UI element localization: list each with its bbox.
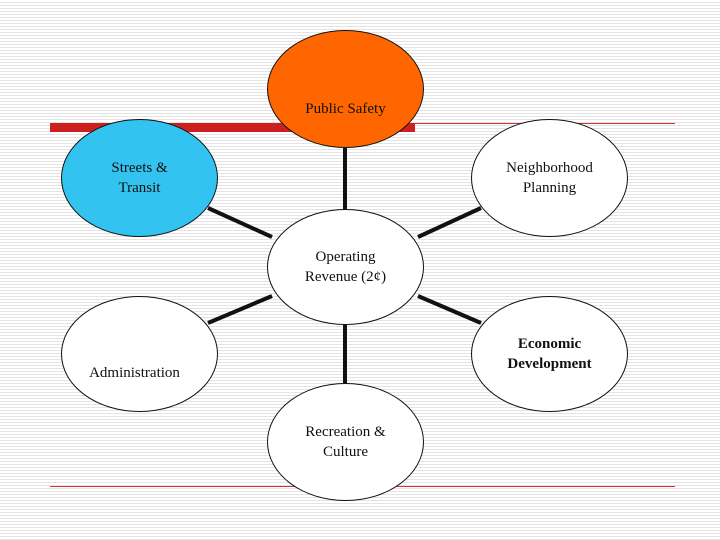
node-streets-transit-label-line2: Transit: [118, 180, 161, 196]
node-recreation-culture-label-line1: Recreation &: [305, 424, 386, 440]
node-administration: Administration: [61, 296, 218, 412]
node-recreation-culture: Recreation & Culture: [267, 383, 424, 501]
node-operating-revenue: Operating Revenue (2¢): [267, 209, 424, 325]
node-operating-revenue-label-line1: Operating: [315, 249, 376, 265]
node-streets-transit-label-line1: Streets &: [111, 160, 168, 176]
connector-administration: [207, 294, 273, 325]
connector-economic-development: [417, 294, 482, 325]
node-neighborhood-planning-label-line2: Planning: [522, 180, 577, 196]
node-economic-development-label-line2: Development: [507, 356, 592, 372]
node-operating-revenue-label-line2: Revenue (2¢): [304, 269, 387, 285]
node-recreation-culture-label-line2: Culture: [322, 444, 368, 460]
connector-streets-transit: [207, 206, 273, 239]
node-public-safety: Public Safety: [267, 30, 424, 148]
node-public-safety-label: Public Safety: [305, 101, 386, 117]
node-economic-development-label-line1: Economic: [517, 336, 582, 352]
node-streets-transit: Streets & Transit: [61, 119, 218, 237]
decorative-red-bar: [50, 123, 415, 132]
node-neighborhood-planning-label-line1: Neighborhood: [506, 160, 593, 176]
node-administration-label: Administration: [89, 365, 180, 381]
node-economic-development: Economic Development: [471, 296, 628, 412]
connector-neighborhood-planning: [417, 206, 482, 239]
node-neighborhood-planning: Neighborhood Planning: [471, 119, 628, 237]
